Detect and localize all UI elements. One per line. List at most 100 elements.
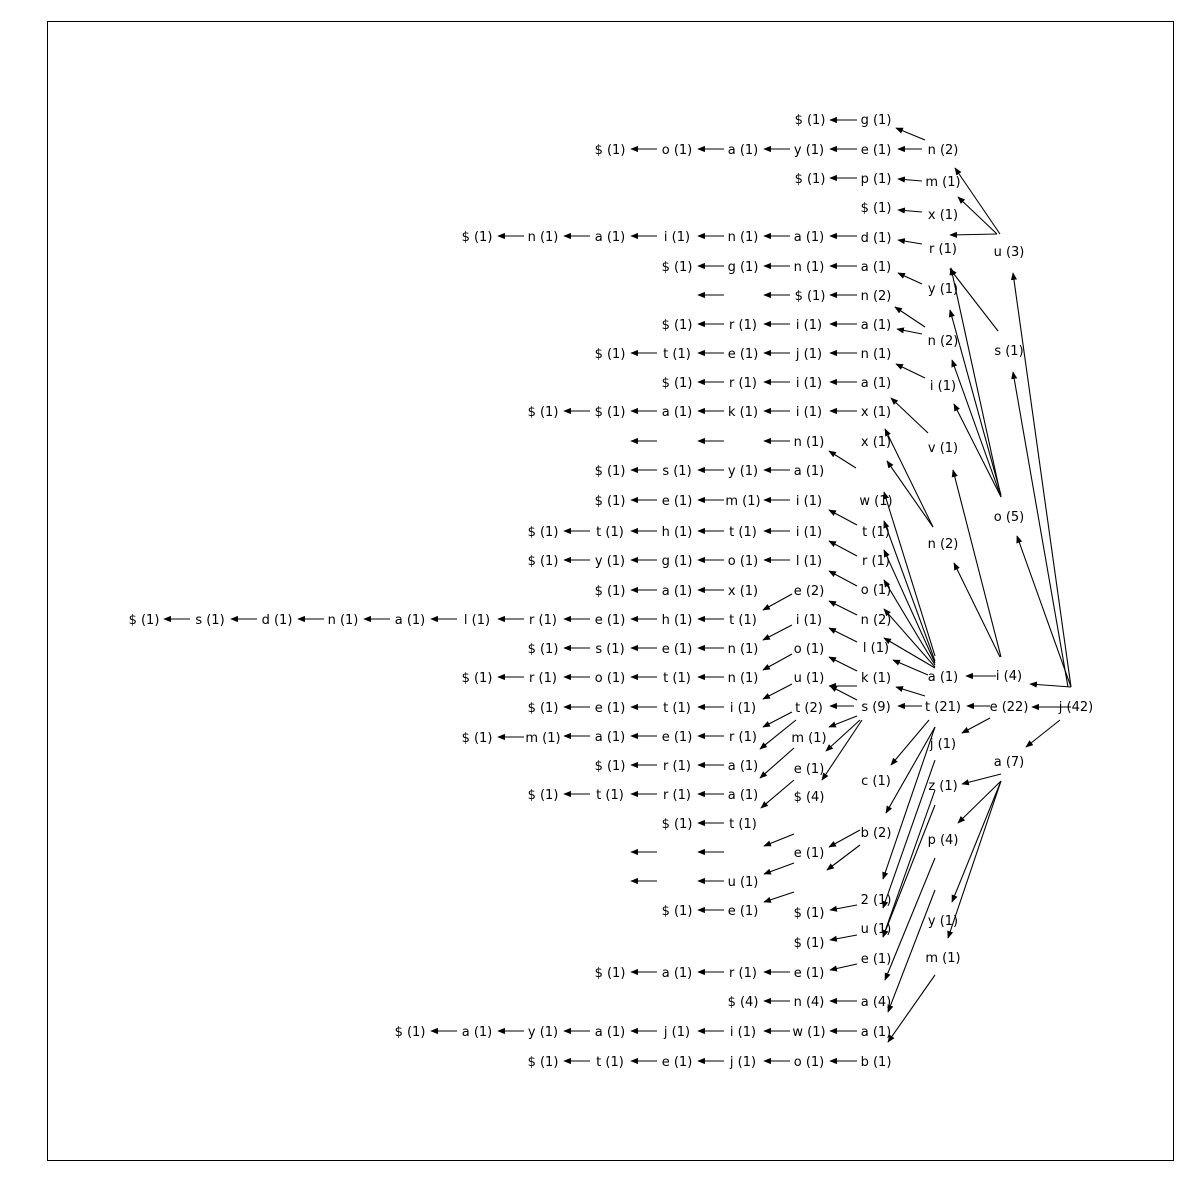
tree-node-label: n (4) [794, 995, 825, 1010]
tree-edge [897, 272, 923, 285]
tree-node-label: a (1) [662, 405, 693, 420]
tree-node-label: $ (1) [595, 464, 626, 479]
tree-node-label: i (1) [796, 494, 822, 509]
tree-node-label: n (1) [794, 435, 825, 450]
tree-edge [762, 711, 793, 728]
tree-edge [895, 127, 926, 141]
tree-node-label: u (1) [861, 922, 892, 937]
tree-node-label: a (1) [395, 613, 426, 628]
tree-edge [954, 167, 1001, 235]
tree-node-label: b (1) [861, 1055, 892, 1070]
tree-node-label: s (1) [195, 613, 224, 628]
tree-edge [759, 719, 797, 750]
tree-edge [953, 562, 1001, 658]
tree-node-label: e (1) [662, 730, 693, 745]
tree-node-label: e (22) [990, 700, 1029, 715]
tree-node-label: e (1) [662, 642, 693, 657]
tree-edge [828, 540, 858, 557]
tree-edge [1010, 272, 1072, 688]
tree-edge [763, 862, 795, 875]
tree-node-label: n (1) [728, 642, 759, 657]
tree-edge [897, 238, 923, 245]
tree-node-label: j (1) [929, 737, 956, 752]
tree-edge [1011, 371, 1069, 688]
tree-node-label: o (1) [728, 554, 759, 569]
tree-node-label: $ (1) [528, 1055, 559, 1070]
tree-edge [961, 773, 1002, 786]
tree-node-label: b (2) [861, 826, 892, 841]
tree-edge [882, 726, 936, 880]
tree-edge [760, 779, 795, 809]
tree-node-label: s (9) [861, 700, 890, 715]
tree-node-label: i (1) [730, 701, 756, 716]
tree-edge [896, 327, 923, 335]
tree-node-label: t (21) [925, 700, 961, 715]
tree-node-label: m (1) [925, 175, 960, 190]
tree-node-label: n (2) [928, 334, 959, 349]
tree-node-label: a (1) [595, 230, 626, 245]
tree-node-label: k (1) [728, 405, 758, 420]
tree-edge [883, 520, 936, 662]
tree-edge [828, 829, 861, 848]
tree-edge [1025, 719, 1061, 748]
tree-node-label: l (1) [464, 613, 490, 628]
tree-edge [890, 397, 929, 434]
tree-node-label: y (1) [528, 1025, 558, 1040]
tree-node-label: u (3) [994, 245, 1025, 260]
tree-node-label: e (1) [662, 494, 693, 509]
tree-node-label: a (1) [861, 1025, 892, 1040]
tree-node-label: a (1) [861, 260, 892, 275]
tree-node-label: a (1) [928, 670, 959, 685]
tree-edge [947, 780, 1002, 939]
tree-edge [892, 659, 929, 676]
tree-node-label: r (1) [663, 759, 691, 774]
tree-node-label: o (5) [994, 510, 1025, 525]
tree-node-label: e (1) [794, 762, 825, 777]
tree-node-label: t (1) [729, 817, 757, 832]
tree-node-label: $ (1) [662, 817, 693, 832]
tree-node-label: w (1) [792, 1025, 825, 1040]
tree-node-label: j (1) [729, 1055, 756, 1070]
tree-node-label: y (1) [595, 554, 625, 569]
tree-node-label: $ (1) [395, 1025, 426, 1040]
tree-node-label: $ (1) [462, 731, 493, 746]
tree-node-label: l (1) [863, 641, 889, 656]
tree-node-label: n (1) [728, 230, 759, 245]
tree-edge [821, 719, 863, 781]
tree-node-label: a (1) [861, 376, 892, 391]
tree-node-label: p (1) [861, 172, 892, 187]
tree-node-label: d (1) [861, 231, 892, 246]
tree-edge [762, 593, 793, 611]
tree-node-label: t (1) [596, 1055, 624, 1070]
tree-edge [894, 306, 926, 328]
tree-node-label: o (1) [794, 642, 825, 657]
tree-node-label: x (1) [861, 405, 891, 420]
tree-node-label: t (1) [663, 347, 691, 362]
tree-node-label: e (1) [794, 846, 825, 861]
tree-edge [884, 857, 936, 981]
tree-node-label: r (1) [729, 376, 757, 391]
tree-node-label: s (1) [994, 344, 1023, 359]
tree-node-label: e (1) [861, 143, 892, 158]
tree-node-label: u (1) [794, 671, 825, 686]
tree-node-label: e (1) [595, 701, 626, 716]
tree-node-label: y (1) [928, 282, 958, 297]
tree-node-label: m (1) [925, 951, 960, 966]
tree-node-label: o (1) [595, 671, 626, 686]
tree-node-label: t (1) [596, 788, 624, 803]
tree-node-label: m (1) [791, 731, 826, 746]
tree-node-label: r (1) [729, 966, 757, 981]
tree-node-label: $ (1) [595, 759, 626, 774]
tree-node-label: t (1) [729, 525, 757, 540]
tree-edge [762, 624, 793, 641]
tree-node-label: a (1) [794, 230, 825, 245]
tree-edge [949, 231, 998, 238]
tree-edge [948, 309, 1002, 496]
tree-node-label: i (1) [796, 376, 822, 391]
tree-node-label: n (1) [728, 671, 759, 686]
tree-node-label: $ (1) [662, 376, 693, 391]
tree-node-label: t (1) [862, 525, 890, 540]
tree-node-label: i (1) [796, 613, 822, 628]
tree-node-label: e (1) [794, 966, 825, 981]
